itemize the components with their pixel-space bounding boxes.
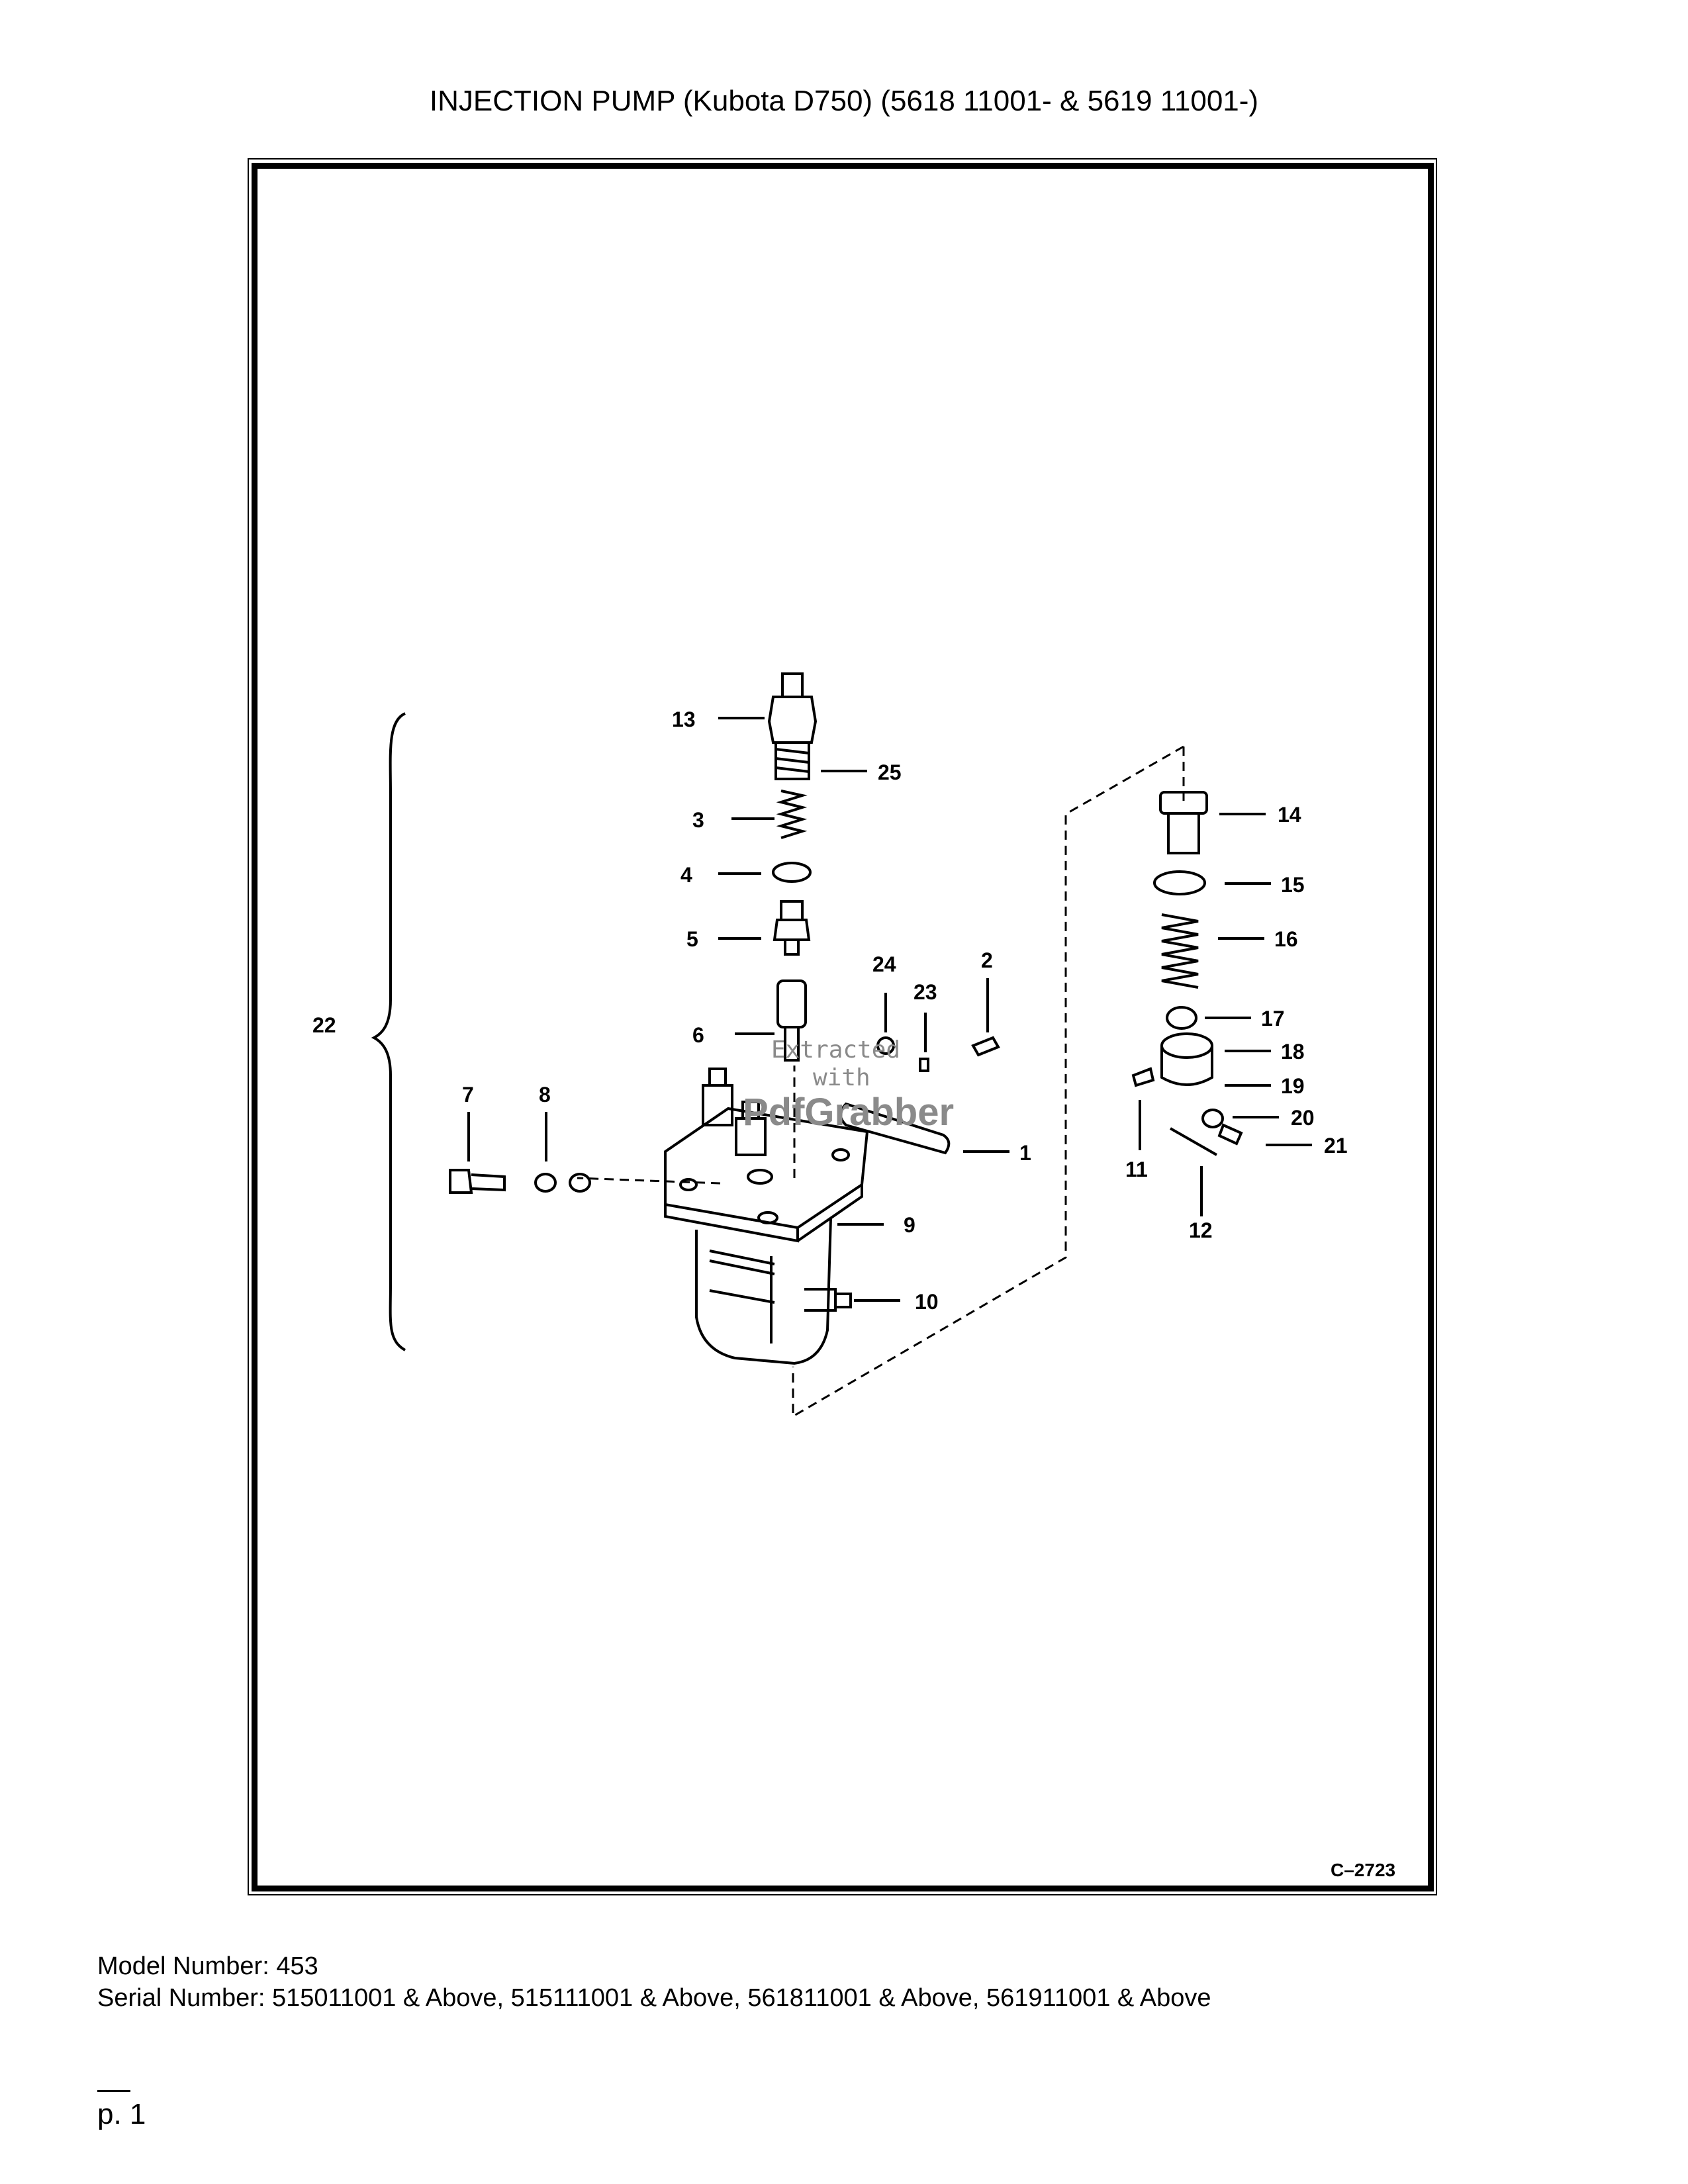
callout-11: 11 [1125, 1158, 1148, 1181]
collar-20 [1201, 1109, 1224, 1128]
callout-6: 6 [692, 1023, 704, 1047]
callout-2: 2 [981, 948, 993, 972]
pin-12 [1170, 1127, 1217, 1156]
spring-seat-17 [1166, 1006, 1197, 1030]
callout-21: 21 [1324, 1134, 1348, 1158]
callout-13: 13 [672, 707, 696, 731]
bolt-2 [971, 1036, 1000, 1057]
callout-1: 1 [1019, 1141, 1031, 1165]
washer-4 [772, 862, 812, 883]
page-title: INJECTION PUMP (Kubota D750) (5618 11001… [429, 85, 1259, 117]
callout-5: 5 [686, 927, 698, 951]
pump-body-9 [664, 1068, 869, 1365]
valve-seat-6 [776, 979, 807, 1062]
callout-14: 14 [1278, 803, 1301, 827]
page-number-rule [97, 2090, 130, 2092]
screw-11 [1131, 1067, 1155, 1087]
callout-22: 22 [312, 1013, 336, 1037]
callout-4: 4 [680, 863, 692, 887]
model-number: Model Number: 453 [97, 1952, 318, 1980]
serial-number: Serial Number: 515011001 & Above, 515111… [97, 1984, 1211, 2012]
callout-24: 24 [872, 952, 896, 976]
rack-guide-18 [1160, 1032, 1213, 1086]
callout-3: 3 [692, 808, 704, 832]
washer-15 [1153, 870, 1206, 895]
callout-8: 8 [539, 1083, 551, 1107]
assembly-bracket [371, 712, 406, 1351]
washer-8b [569, 1173, 591, 1193]
nut-24 [876, 1036, 895, 1055]
callout-16: 16 [1274, 927, 1298, 951]
callout-9: 9 [904, 1213, 915, 1237]
banjo-bolt-7 [449, 1169, 506, 1194]
callout-23: 23 [914, 980, 937, 1004]
callout-15: 15 [1281, 873, 1305, 897]
watermark-line-2: with [813, 1064, 870, 1091]
lever-plate-1 [839, 1102, 951, 1155]
spring-3 [776, 790, 808, 839]
page-number: p. 1 [97, 2098, 146, 2130]
diagram-frame [252, 163, 1434, 1891]
cap-14 [1159, 791, 1208, 854]
bolt-23 [919, 1058, 929, 1072]
washer-8a [534, 1173, 557, 1193]
pin-21 [1217, 1123, 1243, 1146]
diagram-frame-outer [248, 158, 1437, 1895]
callout-20: 20 [1291, 1106, 1315, 1130]
fuel-inlet-10 [804, 1288, 852, 1312]
delivery-valve-5 [773, 900, 811, 956]
delivery-valve-holder-13 [767, 672, 818, 780]
callout-19: 19 [1281, 1074, 1305, 1098]
callout-10: 10 [915, 1290, 939, 1314]
callout-25: 25 [878, 760, 902, 784]
callout-18: 18 [1281, 1040, 1305, 1064]
figure-reference: C–2723 [1331, 1860, 1396, 1880]
watermark-line-1: Extracted [771, 1036, 900, 1064]
callout-7: 7 [462, 1083, 474, 1107]
watermark-line-3: PdfGrabber [743, 1091, 954, 1134]
callout-17: 17 [1261, 1007, 1285, 1030]
spring-16 [1161, 913, 1199, 989]
callout-12: 12 [1189, 1218, 1213, 1242]
